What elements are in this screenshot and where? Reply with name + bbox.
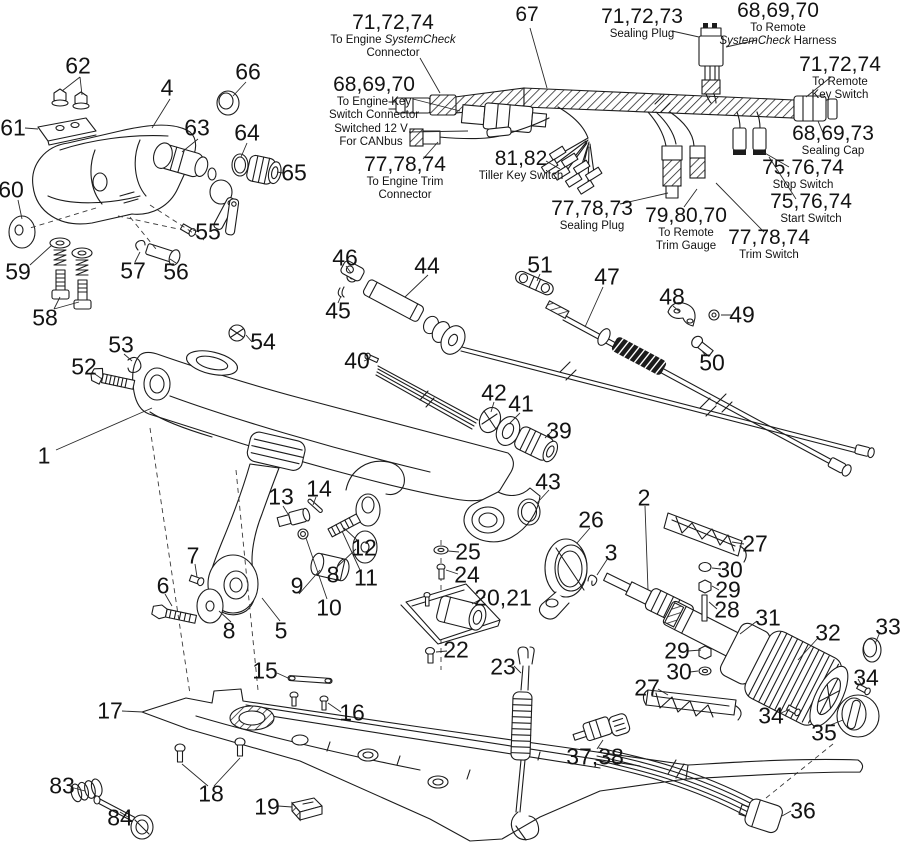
leader-lines <box>17 27 881 818</box>
cable-art <box>337 260 875 477</box>
handle-bracket-art <box>151 431 378 624</box>
wiring-harness-art <box>388 23 838 199</box>
tiller-arm-art <box>90 324 541 543</box>
throttle-grip-art <box>517 498 882 799</box>
bracket-assembly-art <box>8 88 282 310</box>
lower-cover-art <box>70 427 864 842</box>
tilt-switch-art <box>400 540 501 670</box>
terminal-lugs <box>540 145 603 195</box>
